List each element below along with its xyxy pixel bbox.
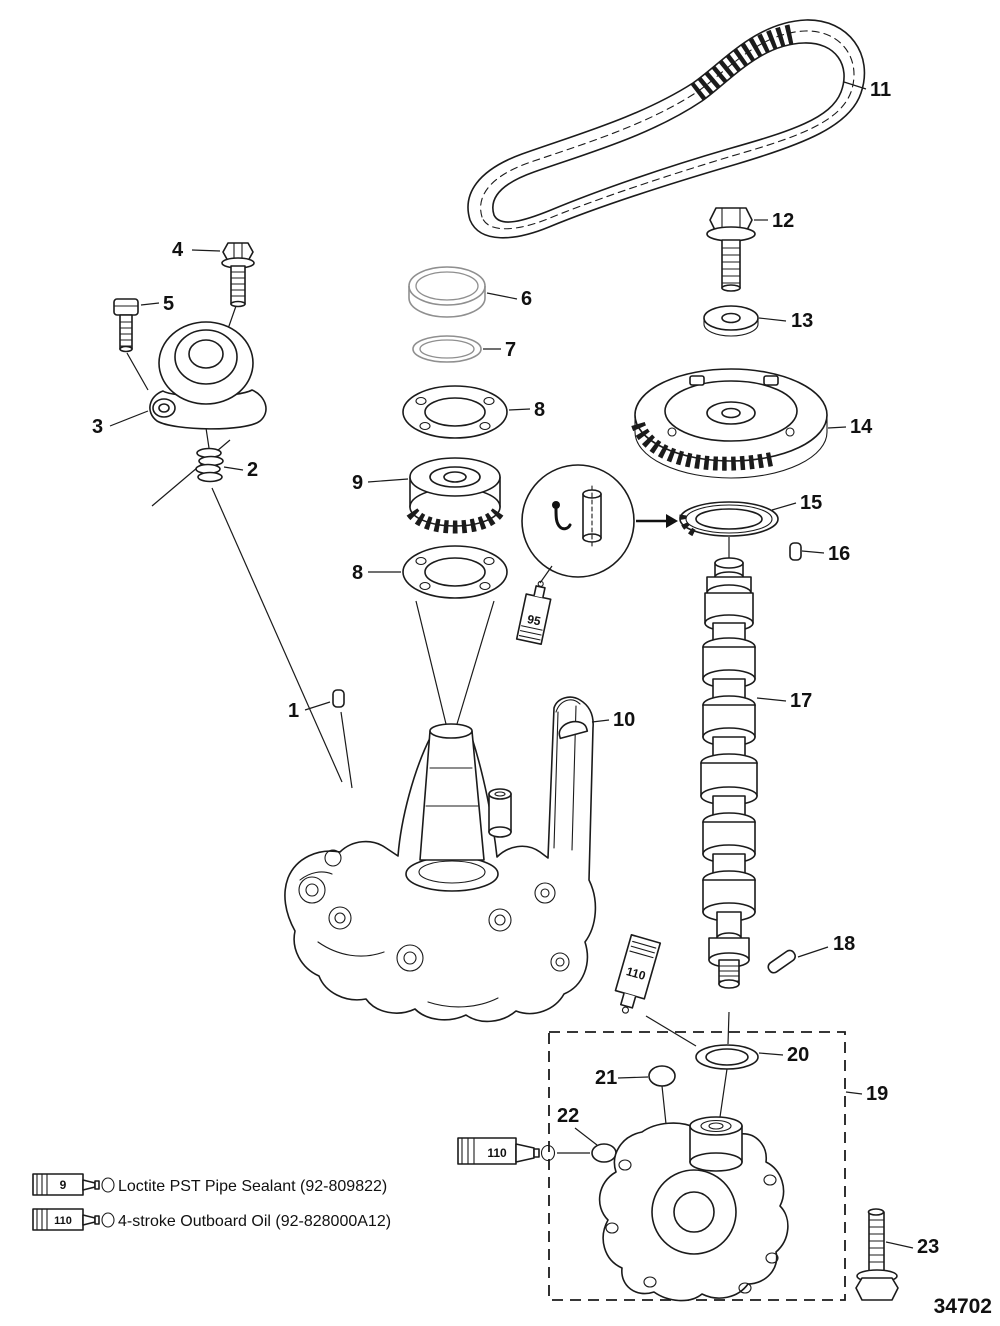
inset-roller <box>582 485 602 547</box>
oil-seal-15 <box>679 501 797 537</box>
callout-14: 14 <box>850 416 873 438</box>
oil-tube-110-lower: 110 <box>457 1137 590 1165</box>
spring-2 <box>195 447 244 483</box>
plug-21 <box>617 1065 676 1087</box>
legend-icon-9-label: 9 <box>60 1178 67 1192</box>
callout-5: 5 <box>163 293 174 315</box>
camshaft-17 <box>700 557 787 989</box>
sealant-tube-icon: 9 <box>32 1173 115 1196</box>
timing-belt <box>467 19 867 239</box>
callout-7: 7 <box>505 339 516 361</box>
woodruff-key-10 <box>558 719 610 740</box>
diagram-number: 34702 <box>934 1295 992 1318</box>
driveshaft-taper <box>419 723 485 861</box>
detail-inset <box>521 464 678 578</box>
callout-18: 18 <box>833 933 855 955</box>
dowel-pin-16 <box>789 542 825 561</box>
sealant-tube-95: 95 <box>515 580 552 646</box>
callout-20: 20 <box>787 1044 809 1066</box>
dashed-assembly-box <box>548 1031 846 1301</box>
callout-2: 2 <box>247 459 258 481</box>
tube-95-label: 95 <box>526 612 542 629</box>
oil-pump-assembly-19 <box>548 1031 863 1302</box>
tube-95-leader <box>539 565 553 584</box>
tube-110-lower-label: 110 <box>487 1146 507 1160</box>
bolt-23 <box>855 1208 914 1301</box>
shoulder-screw-5 <box>113 298 160 353</box>
callout-3: 3 <box>92 416 103 438</box>
callout-21: 21 <box>595 1067 617 1089</box>
callout-4: 4 <box>172 239 184 261</box>
spacer-ring-6 <box>408 266 518 318</box>
callout-16: 16 <box>828 543 850 565</box>
inset-elbow-fitting <box>552 501 572 531</box>
gear-9 <box>367 457 504 534</box>
callout-22: 22 <box>557 1105 579 1127</box>
tube-110-upper-leader <box>645 1015 697 1047</box>
tube-110-upper-label: 110 <box>625 964 648 983</box>
callout-19: 19 <box>866 1083 888 1105</box>
oil-tube-110-upper: 110 <box>614 934 662 1014</box>
pin-1 <box>304 689 345 711</box>
plate-8-lower <box>368 545 508 599</box>
block-stud-cylinder <box>488 788 512 838</box>
legend-sealant-text: Loctite PST Pipe Sealant (92-809822) <box>118 1178 387 1195</box>
callout-23: 23 <box>917 1236 939 1258</box>
camshaft-pulley-14 <box>631 368 847 479</box>
callout-10: 10 <box>613 709 635 731</box>
callout-13: 13 <box>791 310 813 332</box>
callout-17: 17 <box>790 690 812 712</box>
washer-13 <box>703 305 787 337</box>
legend-oil-text: 4-stroke Outboard Oil (92-828000A12) <box>118 1213 391 1230</box>
tensioner-assembly-3 <box>109 321 267 430</box>
callout-6: 6 <box>521 288 532 310</box>
arrow-icon <box>636 514 678 528</box>
callout-9: 9 <box>352 472 363 494</box>
callout-12: 12 <box>772 210 794 232</box>
callout-15: 15 <box>800 492 822 514</box>
flange-bolt-4 <box>191 242 255 308</box>
oil-tube-icon: 110 <box>32 1208 115 1231</box>
legend-icon-110-label: 110 <box>54 1215 72 1227</box>
o-ring-20 <box>695 1044 784 1070</box>
oil-pump-body <box>598 1116 789 1302</box>
dowel-pin-18 <box>767 946 829 974</box>
engine-block <box>284 696 597 1023</box>
seal-ring-7 <box>412 335 501 363</box>
legend: 9 Loctite PST Pipe Sealant (92-809822) 1… <box>32 1173 391 1231</box>
callout-8-lower: 8 <box>352 562 363 584</box>
flange-bolt-12 <box>706 207 768 292</box>
plate-8-upper <box>402 385 531 439</box>
callout-11: 11 <box>870 79 891 101</box>
callout-1: 1 <box>288 700 299 722</box>
callout-8-upper: 8 <box>534 399 545 421</box>
